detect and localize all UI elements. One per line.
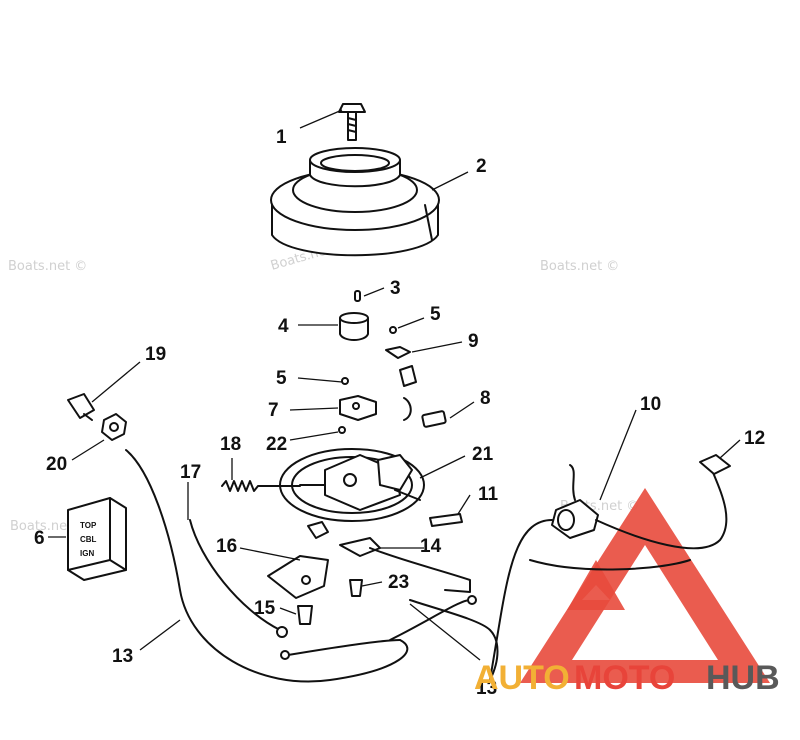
part-3-key <box>354 290 361 302</box>
part-4-sleeve <box>339 312 369 341</box>
callout-15: 15 <box>254 598 276 619</box>
callout-2: 2 <box>476 156 487 177</box>
logo-auto: AUTO <box>474 659 570 697</box>
part-19-lamp <box>67 393 95 421</box>
wire-harness <box>125 449 499 683</box>
part-5-screw <box>389 326 397 334</box>
part-small-clip <box>307 521 329 539</box>
callout-5: 5 <box>430 304 441 325</box>
callout-18: 18 <box>220 434 241 455</box>
callout-labels: 1 2 3 4 5 5 9 7 8 22 18 21 19 20 17 10 1… <box>34 127 765 699</box>
callout-5: 5 <box>276 368 287 389</box>
callout-1: 1 <box>276 127 287 148</box>
callout-16: 16 <box>216 536 237 557</box>
logo-hub: HUB <box>706 659 780 697</box>
callout-19: 19 <box>145 344 166 365</box>
logo-moto: MOTO <box>574 659 675 697</box>
part-23-screw <box>349 579 363 597</box>
part-11-pin <box>429 513 463 527</box>
decal-text: IGN <box>80 549 94 558</box>
callout-20: 20 <box>46 454 67 475</box>
part-6-decal: TOP CBL IGN <box>67 497 127 581</box>
part-15-screw <box>297 605 313 625</box>
callout-10: 10 <box>640 394 661 415</box>
callout-9: 9 <box>468 331 479 352</box>
leader-lines <box>48 109 741 661</box>
part-12-spark-plug-cap <box>699 454 731 475</box>
callout-13: 13 <box>476 678 497 699</box>
callout-6: 6 <box>34 528 45 549</box>
callout-12: 12 <box>744 428 765 449</box>
callout-4: 4 <box>278 316 289 337</box>
part-10-ignition-coil <box>489 464 728 681</box>
part-1-bolt <box>338 103 366 141</box>
automotohub-logo: AUTO MOTO HUB <box>474 659 780 697</box>
part-18-spring <box>221 480 301 492</box>
decal-text: CBL <box>80 535 97 544</box>
logo-triangle-icon <box>520 488 770 683</box>
callout-11: 11 <box>478 484 499 505</box>
part-8-pad <box>421 410 447 428</box>
part-21-stator-plate <box>279 448 425 522</box>
callout-8: 8 <box>480 388 491 409</box>
callout-3: 3 <box>390 278 401 299</box>
decal-text: TOP <box>80 521 97 530</box>
part-16-plate <box>267 555 329 599</box>
callout-22: 22 <box>266 434 287 455</box>
part-5-screw <box>341 377 349 385</box>
callout-14: 14 <box>420 536 442 557</box>
callout-13: 13 <box>112 646 133 667</box>
callout-7: 7 <box>268 400 279 421</box>
callout-17: 17 <box>180 462 201 483</box>
part-22-screw <box>338 426 346 434</box>
callout-21: 21 <box>472 444 494 465</box>
part-20-nut <box>101 413 127 441</box>
watermark: Boats.net © <box>540 259 619 274</box>
part-9-terminal <box>385 346 417 421</box>
part-2-flywheel <box>270 147 440 257</box>
part-7-points <box>339 395 377 421</box>
watermark: Boats.net © <box>8 259 87 274</box>
callout-23: 23 <box>388 572 409 593</box>
